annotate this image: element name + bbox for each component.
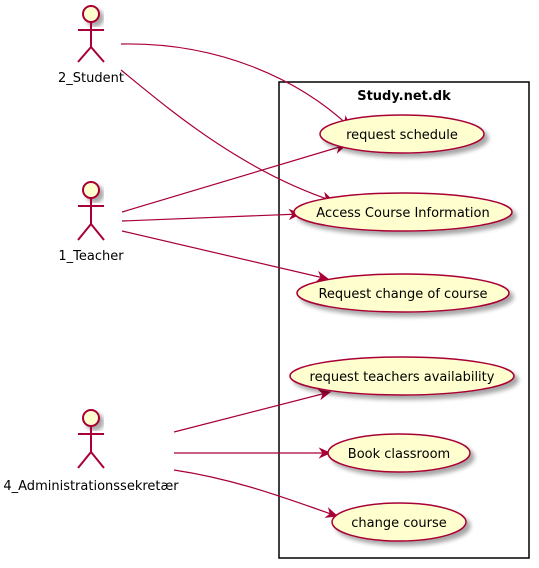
arrowhead [324, 507, 339, 518]
association-student-schedule [120, 43, 351, 128]
usecase-access-shape[interactable] [293, 192, 513, 232]
actor-admin-leg-right [90, 451, 105, 469]
usecase-change-request[interactable]: Request change of course [296, 273, 510, 313]
association-teacher-access [121, 208, 302, 222]
actor-admin-leg-left [77, 451, 92, 469]
usecase-change-request-shape[interactable] [296, 273, 510, 313]
association-admin-availability [173, 389, 332, 433]
usecase-schedule-shape[interactable] [319, 114, 485, 154]
association-line [121, 144, 347, 213]
association-line [121, 213, 301, 222]
arrowhead [318, 447, 332, 459]
arrowhead [317, 389, 332, 401]
usecase-change-label: change course [351, 516, 446, 531]
usecase-access-label: Access Course Information [316, 206, 489, 221]
usecase-change[interactable]: change course [331, 502, 467, 542]
usecase-access[interactable]: Access Course Information [293, 192, 513, 232]
association-teacher-change_req [121, 230, 330, 282]
usecase-change-request-label: Request change of course [318, 287, 487, 302]
actor-student-head [82, 5, 100, 23]
actor-teacher-head [82, 181, 100, 199]
association-line [173, 391, 331, 433]
actor-student[interactable]: 2_Student [58, 5, 124, 86]
association-line [173, 469, 338, 517]
actor-student-label: 2_Student [58, 71, 124, 86]
actor-student-leg-left [77, 46, 92, 63]
usecase-schedule-label: request schedule [346, 128, 458, 143]
actor-teacher-leg-left [77, 223, 92, 241]
actor-admin[interactable]: 4_Administrationssekretær [3, 409, 179, 494]
boundary-box [278, 81, 530, 559]
association-student-access [120, 69, 335, 203]
actor-admin-head [82, 409, 100, 427]
usecase-availability-shape[interactable] [289, 356, 515, 396]
actor-teacher[interactable]: 1_Teacher [58, 181, 124, 264]
usecase-change-shape[interactable] [331, 502, 467, 542]
actor-admin-label: 4_Administrationssekretær [3, 479, 179, 494]
association-admin-book [174, 447, 332, 459]
usecase-schedule[interactable]: request schedule [319, 114, 485, 154]
actor-student-leg-right [90, 46, 105, 63]
association-line [121, 230, 329, 280]
association-admin-change [173, 469, 339, 518]
usecase-book-label: Book classroom [348, 447, 450, 462]
association-line [120, 43, 351, 128]
actor-teacher-leg-right [90, 223, 105, 241]
system-boundary: Study.net.dk [278, 81, 530, 559]
association-line [120, 69, 334, 202]
usecase-availability[interactable]: request teachers availability [289, 356, 515, 396]
actor-teacher-label: 1_Teacher [58, 249, 124, 264]
boundary-title: Study.net.dk [357, 89, 451, 104]
usecase-book-shape[interactable] [327, 433, 471, 473]
usecase-book[interactable]: Book classroom [327, 433, 471, 473]
usecase-availability-label: request teachers availability [310, 370, 495, 385]
